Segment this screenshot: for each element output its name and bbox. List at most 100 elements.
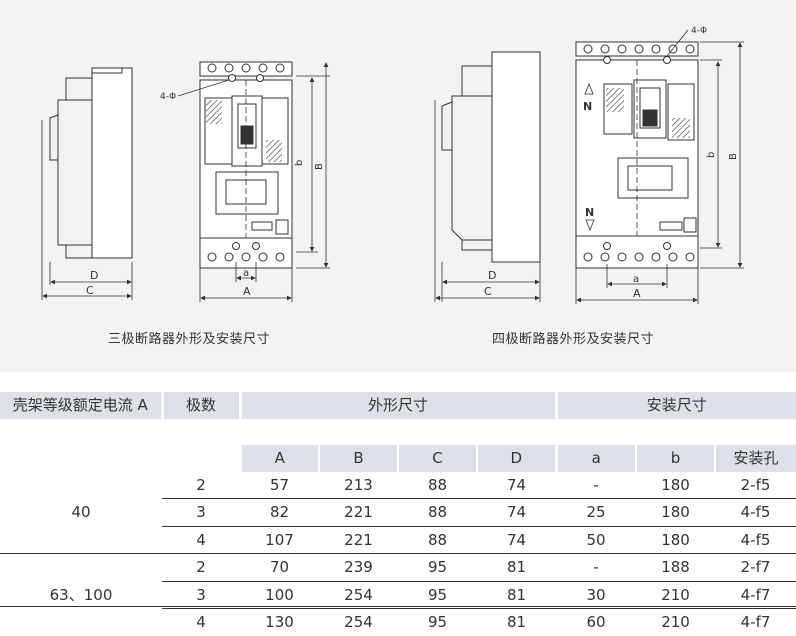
four-pole-side-dims <box>434 100 541 302</box>
value-cell: 4-f5 <box>715 525 796 554</box>
subheader-C: C <box>397 445 477 472</box>
table-row: 40 2 57 213 88 74 - 180 2-f5 <box>0 472 796 522</box>
four-pole-dim-B: B <box>728 153 739 160</box>
table-bottom-rule <box>0 606 796 607</box>
header-row: 壳架等级额定电流 A 极数 外形尺寸 安装尺寸 <box>0 392 796 419</box>
three-pole-dim-C: C <box>86 284 94 297</box>
value-cell: - <box>593 475 599 494</box>
three-pole-dim-b: b <box>294 160 305 166</box>
header-poles: 极数 <box>160 392 240 419</box>
four-pole-dim-C: C <box>484 285 492 298</box>
four-pole-caption: 四极断路器外形及安装尺寸 <box>492 332 655 347</box>
subheader-D: D <box>475 445 557 472</box>
four-pole-terminals <box>583 44 695 262</box>
subheader-b: b <box>635 445 716 472</box>
value-cell: 2-f5 <box>740 475 771 494</box>
value-cell: 130 <box>240 608 319 636</box>
value-cell: 2-f7 <box>715 553 796 581</box>
value-cell: 74 <box>477 525 557 554</box>
poles-cell: 3 <box>162 580 240 609</box>
three-pole-side-view <box>49 67 133 259</box>
subheader-hole: 安装孔 <box>714 445 796 472</box>
spec-table: 壳架等级额定电流 A 极数 外形尺寸 安装尺寸 A B C D a b 安装孔 … <box>0 392 796 636</box>
value-cell: 88 <box>398 525 477 554</box>
three-pole-hole-label: 4-Φ <box>160 92 176 102</box>
value-cell: 221 <box>319 525 398 554</box>
four-pole-n-top: N <box>583 100 592 113</box>
value-cell: 213 <box>344 475 373 494</box>
value-cell: 70 <box>240 553 319 581</box>
table-row: 63、100 2 70 239 95 81 - 188 2-f7 <box>0 553 796 636</box>
subheader-A: A <box>238 445 319 472</box>
subheader-B: B <box>318 445 398 472</box>
drawing-area: D C 4-Φ <box>0 0 796 372</box>
value-cell: 180 <box>636 498 716 526</box>
value-cell: 95 <box>398 553 477 581</box>
four-pole-dim-b: b <box>706 152 717 158</box>
value-cell: 81 <box>477 553 557 581</box>
poles-cell: 4 <box>162 525 240 554</box>
four-pole-dim-D: D <box>488 269 496 282</box>
frame-cell: 63、100 <box>0 553 162 636</box>
poles-cell: 2 <box>196 475 206 494</box>
subheader-row: A B C D a b 安装孔 <box>0 445 796 472</box>
value-cell: 254 <box>319 580 398 609</box>
header-frame-current: 壳架等级额定电流 A <box>0 392 162 419</box>
four-pole-front-view <box>575 41 699 269</box>
four-pole-dim-a: a <box>633 274 639 285</box>
value-cell: 210 <box>636 580 716 609</box>
value-cell: 57 <box>269 475 290 494</box>
value-cell: 74 <box>506 475 527 494</box>
value-cell: 4-f5 <box>715 498 796 526</box>
subheader-a: a <box>554 445 637 472</box>
three-pole-dim-B: B <box>314 163 325 170</box>
four-pole-hole-label: 4-Φ <box>691 26 707 36</box>
value-cell: 100 <box>240 580 319 609</box>
value-cell: 82 <box>240 498 319 526</box>
poles-cell: 3 <box>162 498 240 526</box>
value-cell: 81 <box>477 580 557 609</box>
frame-cell: 40 <box>71 503 91 522</box>
value-cell: 221 <box>319 498 398 526</box>
header-outline: 外形尺寸 <box>238 392 557 419</box>
three-pole-dim-A: A <box>243 285 251 298</box>
four-pole-dim-A: A <box>633 287 641 300</box>
four-pole-side-view <box>441 51 541 263</box>
table-row: 3 82 221 88 74 25 180 4-f5 <box>0 498 796 526</box>
three-pole-front-view <box>199 61 293 269</box>
value-cell: 88 <box>427 475 448 494</box>
table-row: 4 107 221 88 74 50 180 4-f5 <box>0 525 796 554</box>
header-mounting: 安装尺寸 <box>554 392 796 419</box>
value-cell: 4-f7 <box>715 580 796 609</box>
three-pole-dim-D: D <box>90 269 98 282</box>
table-row: 3 100 254 95 81 30 210 4-f7 <box>0 580 796 609</box>
technical-drawing: D C 4-Φ <box>41 26 744 304</box>
value-cell: 239 <box>319 553 398 581</box>
value-cell: 81 <box>477 608 557 636</box>
value-cell: 50 <box>556 525 637 554</box>
four-pole-n-bottom: N <box>585 206 594 219</box>
value-cell: 4-f7 <box>715 608 796 636</box>
value-cell: - <box>556 553 637 581</box>
four-pole-front-dims <box>575 41 744 304</box>
three-pole-dim-a: a <box>243 268 249 279</box>
value-cell: 74 <box>477 498 557 526</box>
value-cell: 25 <box>556 498 637 526</box>
three-pole-terminals <box>207 63 285 262</box>
value-cell: 30 <box>556 580 637 609</box>
value-cell: 95 <box>398 580 477 609</box>
value-cell: 180 <box>661 475 690 494</box>
value-cell: 95 <box>398 608 477 636</box>
value-cell: 107 <box>240 525 319 554</box>
three-pole-caption: 三极断路器外形及安装尺寸 <box>108 332 271 347</box>
value-cell: 88 <box>398 498 477 526</box>
three-pole-side-dims <box>41 120 133 300</box>
three-pole-front-dims <box>199 62 330 302</box>
poles-cell: 2 <box>162 553 240 581</box>
value-cell: 180 <box>636 525 716 554</box>
value-cell: 188 <box>636 553 716 581</box>
poles-cell: 4 <box>162 608 240 636</box>
value-cell: 254 <box>319 608 398 636</box>
value-cell: 210 <box>636 608 716 636</box>
value-cell: 60 <box>556 608 637 636</box>
